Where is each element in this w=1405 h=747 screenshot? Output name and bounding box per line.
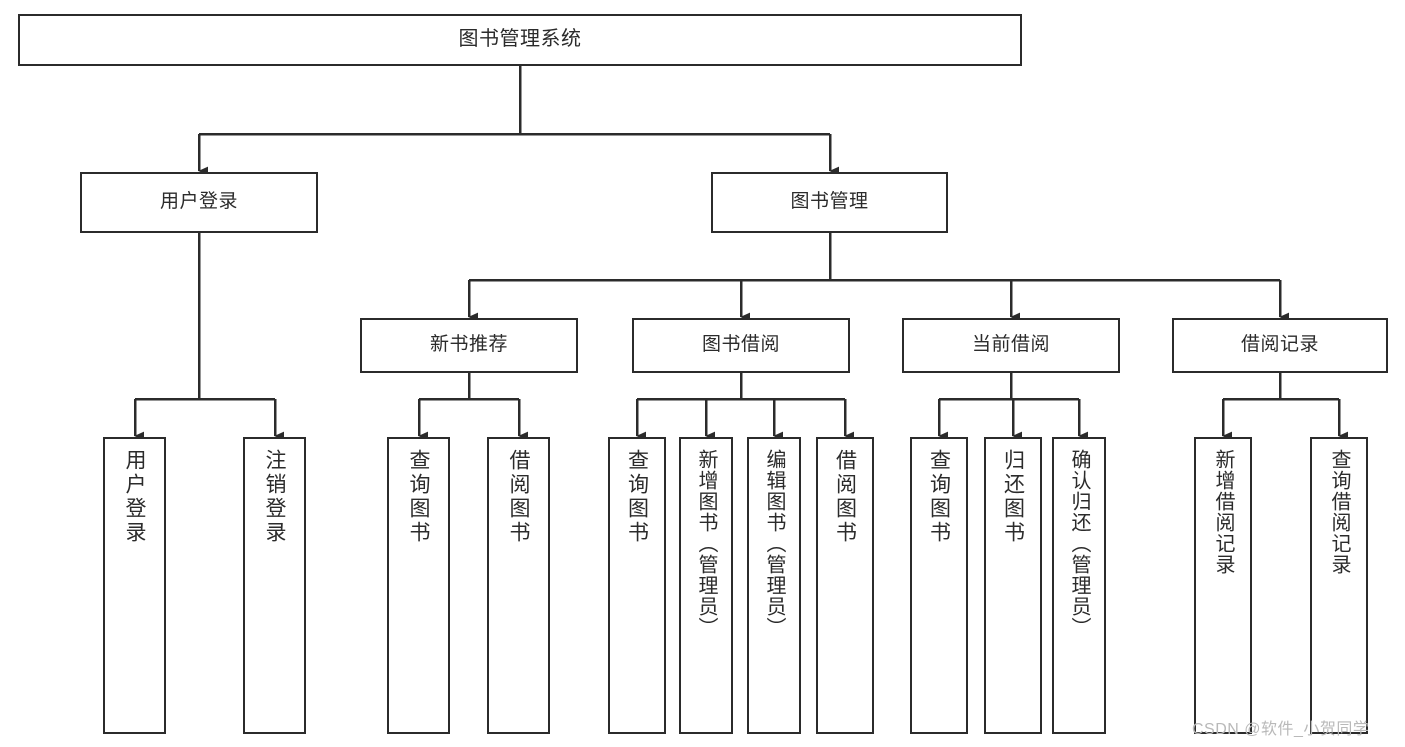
node-l5[interactable]: 查询图书 <box>608 437 666 734</box>
node-label: 用户登录 <box>123 449 146 545</box>
node-label: 归还图书 <box>1001 449 1025 545</box>
node-label: 用户登录 <box>159 191 238 213</box>
node-label: 新增图书（管理员） <box>695 449 717 638</box>
edges-group <box>133 66 1349 441</box>
node-l10[interactable]: 归还图书 <box>984 437 1042 734</box>
node-label: 查询借阅记录 <box>1328 449 1350 575</box>
node-l11[interactable]: 确认归还（管理员） <box>1052 437 1106 734</box>
node-n-borrow[interactable]: 图书借阅 <box>632 318 850 373</box>
node-label: 查询图书 <box>407 449 430 545</box>
node-label: 编辑图书（管理员） <box>763 449 785 638</box>
node-label: 查询图书 <box>927 449 951 545</box>
node-label: 查询图书 <box>625 449 649 545</box>
node-l4[interactable]: 借阅图书 <box>487 437 550 734</box>
node-label: 图书管理 <box>790 191 869 213</box>
node-l1[interactable]: 用户登录 <box>103 437 166 734</box>
node-label: 注销登录 <box>263 449 286 545</box>
node-label: 借阅图书 <box>833 449 857 545</box>
node-l3[interactable]: 查询图书 <box>387 437 450 734</box>
node-l6[interactable]: 新增图书（管理员） <box>679 437 733 734</box>
node-label: 新增借阅记录 <box>1212 449 1234 575</box>
node-label: 确认归还（管理员） <box>1068 449 1090 638</box>
node-l13[interactable]: 查询借阅记录 <box>1310 437 1368 734</box>
node-label: 图书借阅 <box>701 334 780 356</box>
node-l12[interactable]: 新增借阅记录 <box>1194 437 1252 734</box>
node-l8[interactable]: 借阅图书 <box>816 437 874 734</box>
node-l9[interactable]: 查询图书 <box>910 437 968 734</box>
node-n-bookmg[interactable]: 图书管理 <box>711 172 948 233</box>
node-label: 当前借阅 <box>971 334 1050 356</box>
node-root[interactable]: 图书管理系统 <box>18 14 1022 66</box>
node-l7[interactable]: 编辑图书（管理员） <box>747 437 801 734</box>
node-label: 图书管理系统 <box>458 28 582 51</box>
node-label: 借阅图书 <box>507 449 530 545</box>
node-n-login[interactable]: 用户登录 <box>80 172 318 233</box>
node-n-hist[interactable]: 借阅记录 <box>1172 318 1388 373</box>
node-label: 新书推荐 <box>429 334 508 356</box>
node-l2[interactable]: 注销登录 <box>243 437 306 734</box>
node-label: 借阅记录 <box>1240 334 1319 356</box>
node-n-newrec[interactable]: 新书推荐 <box>360 318 578 373</box>
node-n-curr[interactable]: 当前借阅 <box>902 318 1120 373</box>
